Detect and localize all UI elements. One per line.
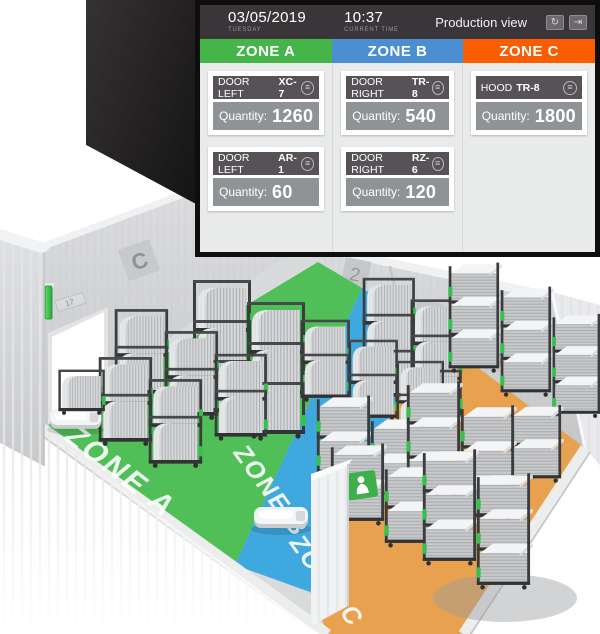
card-menu-icon[interactable]: ≡ <box>563 80 577 95</box>
wall-sign-2-label: 2 <box>348 264 362 287</box>
part-model: TR-8 <box>516 81 540 94</box>
part-model: TR-8 <box>411 75 430 100</box>
building-shadow <box>433 574 577 622</box>
part-name: HOOD <box>480 81 513 94</box>
production-monitor: 03/05/2019 TUESDAY 10:37 CURRENT TIME Pr… <box>195 0 600 257</box>
quantity-label: Quantity: <box>352 109 401 123</box>
time-label: CURRENT TIME <box>344 27 399 34</box>
time-value: 10:37 <box>344 9 384 27</box>
card-menu-icon[interactable]: ≡ <box>431 80 444 95</box>
agv-robot <box>47 408 105 436</box>
agv-robot <box>251 507 311 535</box>
part-name: DOOR LEFT <box>218 151 250 176</box>
part-name: DOOR LEFT <box>218 75 250 100</box>
zone-b-column: DOOR RIGHT TR-8 ≡ Quantity: 540 DOOR RIG… <box>332 63 461 252</box>
refresh-icon[interactable]: ↻ <box>546 14 564 30</box>
part-model: XC-7 <box>278 75 297 100</box>
card-menu-icon[interactable]: ≡ <box>301 80 315 95</box>
part-model: AR-1 <box>278 151 297 176</box>
quantity-value: 540 <box>405 105 437 126</box>
quantity-value: 60 <box>272 181 293 202</box>
part-card: DOOR LEFT XC-7 ≡ Quantity: 1260 <box>208 71 325 135</box>
part-card: DOOR RIGHT RZ-6 ≡ Quantity: 120 <box>341 147 454 211</box>
zone-a-column: DOOR LEFT XC-7 ≡ Quantity: 1260 DOOR LEF… <box>200 63 332 252</box>
quantity-value: 1800 <box>534 105 576 126</box>
date-weekday: TUESDAY <box>228 27 262 34</box>
part-card: DOOR LEFT AR-1 ≡ Quantity: 60 <box>208 147 325 211</box>
left-corner-pillar <box>0 229 52 466</box>
zone-columns: DOOR LEFT XC-7 ≡ Quantity: 1260 DOOR LEF… <box>200 63 595 252</box>
hood-rack <box>552 314 600 418</box>
part-name: DOOR RIGHT <box>351 151 384 176</box>
card-menu-icon[interactable]: ≡ <box>431 156 444 171</box>
partition-wall <box>311 459 379 626</box>
zone-header-row: ZONE A ZONE B ZONE C <box>200 39 596 63</box>
part-model: RZ-6 <box>411 151 430 176</box>
andon-light-left <box>42 283 54 320</box>
view-title: Production view <box>435 14 527 30</box>
zone-c-column: HOOD TR-8 ≡ Quantity: 1800 <box>461 63 595 252</box>
logout-icon[interactable]: ⇥ <box>569 14 587 30</box>
zone-c-header: ZONE C <box>463 39 596 63</box>
dock-sign: 17 <box>54 291 87 313</box>
hood-rack <box>448 263 502 373</box>
zone-a-header: ZONE A <box>200 39 332 63</box>
wall-sign-c: C <box>117 239 160 282</box>
quantity-label: Quantity: <box>219 109 268 123</box>
dock-sign-label: 17 <box>64 297 76 308</box>
date-value: 03/05/2019 <box>228 9 307 27</box>
door-rack <box>301 320 351 402</box>
wall-sign-c-label: C <box>128 247 151 276</box>
hood-rack <box>500 287 554 397</box>
hood-rack <box>510 405 564 483</box>
quantity-value: 120 <box>405 181 437 202</box>
quantity-label: Quantity: <box>481 109 530 123</box>
quantity-label: Quantity: <box>352 185 401 199</box>
part-card: DOOR RIGHT TR-8 ≡ Quantity: 540 <box>341 71 454 135</box>
quantity-value: 1260 <box>272 105 314 126</box>
monitor-header: 03/05/2019 TUESDAY 10:37 CURRENT TIME Pr… <box>200 5 595 39</box>
part-card: HOOD TR-8 ≡ Quantity: 1800 <box>470 71 587 135</box>
hood-rack <box>422 449 479 565</box>
hood-rack <box>476 473 533 589</box>
door-rack <box>215 354 268 441</box>
part-name: DOOR RIGHT <box>351 75 384 100</box>
quantity-label: Quantity: <box>219 185 268 199</box>
worker-sign <box>344 470 379 501</box>
card-menu-icon[interactable]: ≡ <box>301 156 315 171</box>
door-rack <box>99 357 153 446</box>
time-block: 10:37 CURRENT TIME <box>344 10 399 33</box>
door-rack <box>149 379 203 468</box>
date-block: 03/05/2019 TUESDAY <box>228 10 306 33</box>
zone-b-header: ZONE B <box>331 39 464 63</box>
